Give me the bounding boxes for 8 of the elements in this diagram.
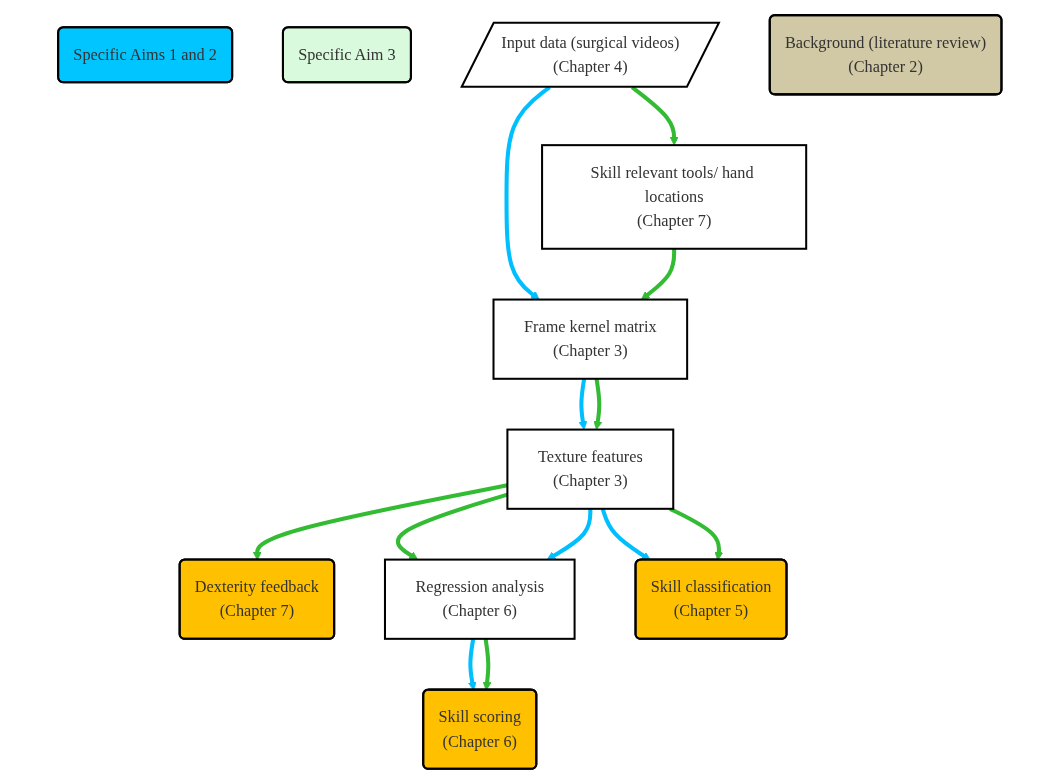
arrow xyxy=(641,248,677,300)
arrow xyxy=(593,378,603,430)
node-box: Skill relevant tools/ hand locations (Chapter 7) xyxy=(541,144,808,250)
node-box: Frame kernel matrix (Chapter 3) xyxy=(492,298,689,380)
node-box: Texture features (Chapter 3) xyxy=(506,428,675,510)
arrow xyxy=(546,508,593,560)
node-box: Regression analysis (Chapter 6) xyxy=(384,558,576,640)
arrow xyxy=(578,378,588,430)
